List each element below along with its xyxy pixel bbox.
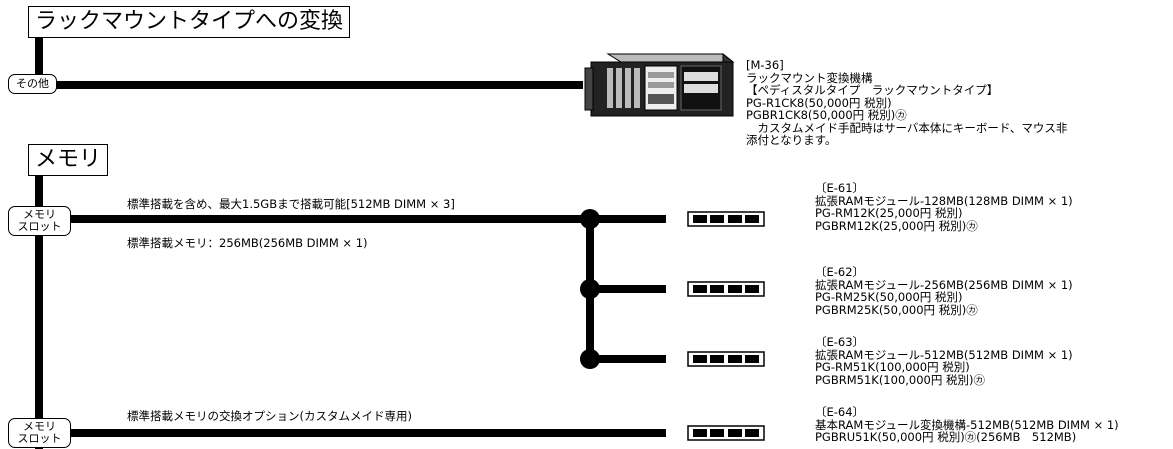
slot2-main-line <box>66 429 666 437</box>
memory-option-e63: 〔E-63〕 拡張RAMモジュール-512MB(512MB DIMM × 1) … <box>815 336 1073 386</box>
option-code: 〔E-62〕 <box>815 265 865 279</box>
memory-slot-tag-2-line1: メモリ <box>23 420 56 433</box>
memory-option-e61: 〔E-61〕 拡張RAMモジュール-128MB(128MB DIMM × 1) … <box>815 182 1073 232</box>
option-code: 〔E-61〕 <box>815 181 865 195</box>
rack-server-image <box>584 52 735 117</box>
memory-vertical-line <box>35 172 43 449</box>
option-pn1: PG-RM51K(100,000円 税別) <box>815 360 970 374</box>
junction-dot-2 <box>580 279 600 299</box>
memory-module-icon-e62 <box>687 281 765 297</box>
junction-dot-3 <box>580 349 600 369</box>
option-pn2: PGBRM12K(25,000円 税別)㋕ <box>815 218 978 233</box>
option-pn1: PG-RM12K(25,000円 税別) <box>815 206 963 220</box>
rack-option-note2: 添付となります。 <box>746 133 837 147</box>
memory-option-e64: 〔E-64〕 基本RAMモジュール変換機構-512MB(512MB DIMM ×… <box>815 406 1119 444</box>
memory-slot-tag-1: メモリ スロット <box>8 206 71 236</box>
rack-option-code: [M-36] <box>746 58 784 72</box>
option-name: 拡張RAMモジュール-128MB(128MB DIMM × 1) <box>815 193 1073 208</box>
rack-vertical-line <box>35 32 43 87</box>
option-pn2: PGBRM25K(50,000円 税別)㋕ <box>815 302 978 317</box>
option-code: 〔E-63〕 <box>815 335 865 349</box>
rack-option-block: [M-36] ラックマウント変換機構 【ペディスタルタイプ ラックマウントタイプ… <box>746 59 1067 147</box>
memory-slot-tag-1-line2: スロット <box>17 220 62 233</box>
rack-option-pn2: PGBR1CK8(50,000円 税別)㋕ <box>746 108 907 122</box>
other-tag: その他 <box>8 74 57 94</box>
rack-option-note1: カスタムメイド手配時はサーバ本体にキーボード、マウス非 <box>746 120 1068 135</box>
option-pn1: PG-RM25K(50,000円 税別) <box>815 290 963 304</box>
memory-module-icon-e63 <box>687 351 765 367</box>
rack-option-name: ラックマウント変換機構 <box>746 70 873 85</box>
memory-slot-tag-1-line1: メモリ <box>23 208 56 221</box>
memory-option-e62: 〔E-62〕 拡張RAMモジュール-256MB(256MB DIMM × 1) … <box>815 266 1073 316</box>
branch-e62-line <box>586 285 666 293</box>
memory-module-icon-e64 <box>687 425 765 441</box>
max-memory-note: 標準搭載を含め、最大1.5GBまで搭載可能[512MB DIMM × 3] <box>127 197 455 211</box>
branch-e63-line <box>586 355 666 363</box>
option-code: 〔E-64〕 <box>815 405 865 419</box>
rack-option-sub: 【ペディスタルタイプ ラックマウントタイプ】 <box>746 83 999 97</box>
rack-option-pn1: PG-R1CK8(50,000円 税別) <box>746 95 892 110</box>
exchange-option-note: 標準搭載メモリの交換オプション(カスタムメイド専用) <box>127 409 412 423</box>
option-name: 拡張RAMモジュール-256MB(256MB DIMM × 1) <box>815 277 1073 292</box>
rack-header: ラックマウントタイプへの変換 <box>28 6 351 38</box>
memory-slot-tag-2: メモリ スロット <box>8 418 71 448</box>
option-name: 基本RAMモジュール変換機構-512MB(512MB DIMM × 1) <box>815 417 1119 432</box>
junction-dot-1 <box>580 209 600 229</box>
memory-header: メモリ <box>28 144 109 176</box>
rack-horizontal-line <box>55 81 583 89</box>
option-name: 拡張RAMモジュール-512MB(512MB DIMM × 1) <box>815 347 1073 362</box>
memory-slot-tag-2-line2: スロット <box>17 432 62 445</box>
option-pn2: PGBRM51K(100,000円 税別)㋕ <box>815 372 986 387</box>
memory-module-icon-e61 <box>687 211 765 227</box>
option-pn1: PGBRU51K(50,000円 税別)㋕(256MB 512MB) <box>815 430 1077 444</box>
standard-memory-note: 標準搭載メモリ：256MB(256MB DIMM × 1) <box>127 236 368 250</box>
other-tag-label: その他 <box>16 77 49 90</box>
slot1-main-line <box>66 215 666 223</box>
